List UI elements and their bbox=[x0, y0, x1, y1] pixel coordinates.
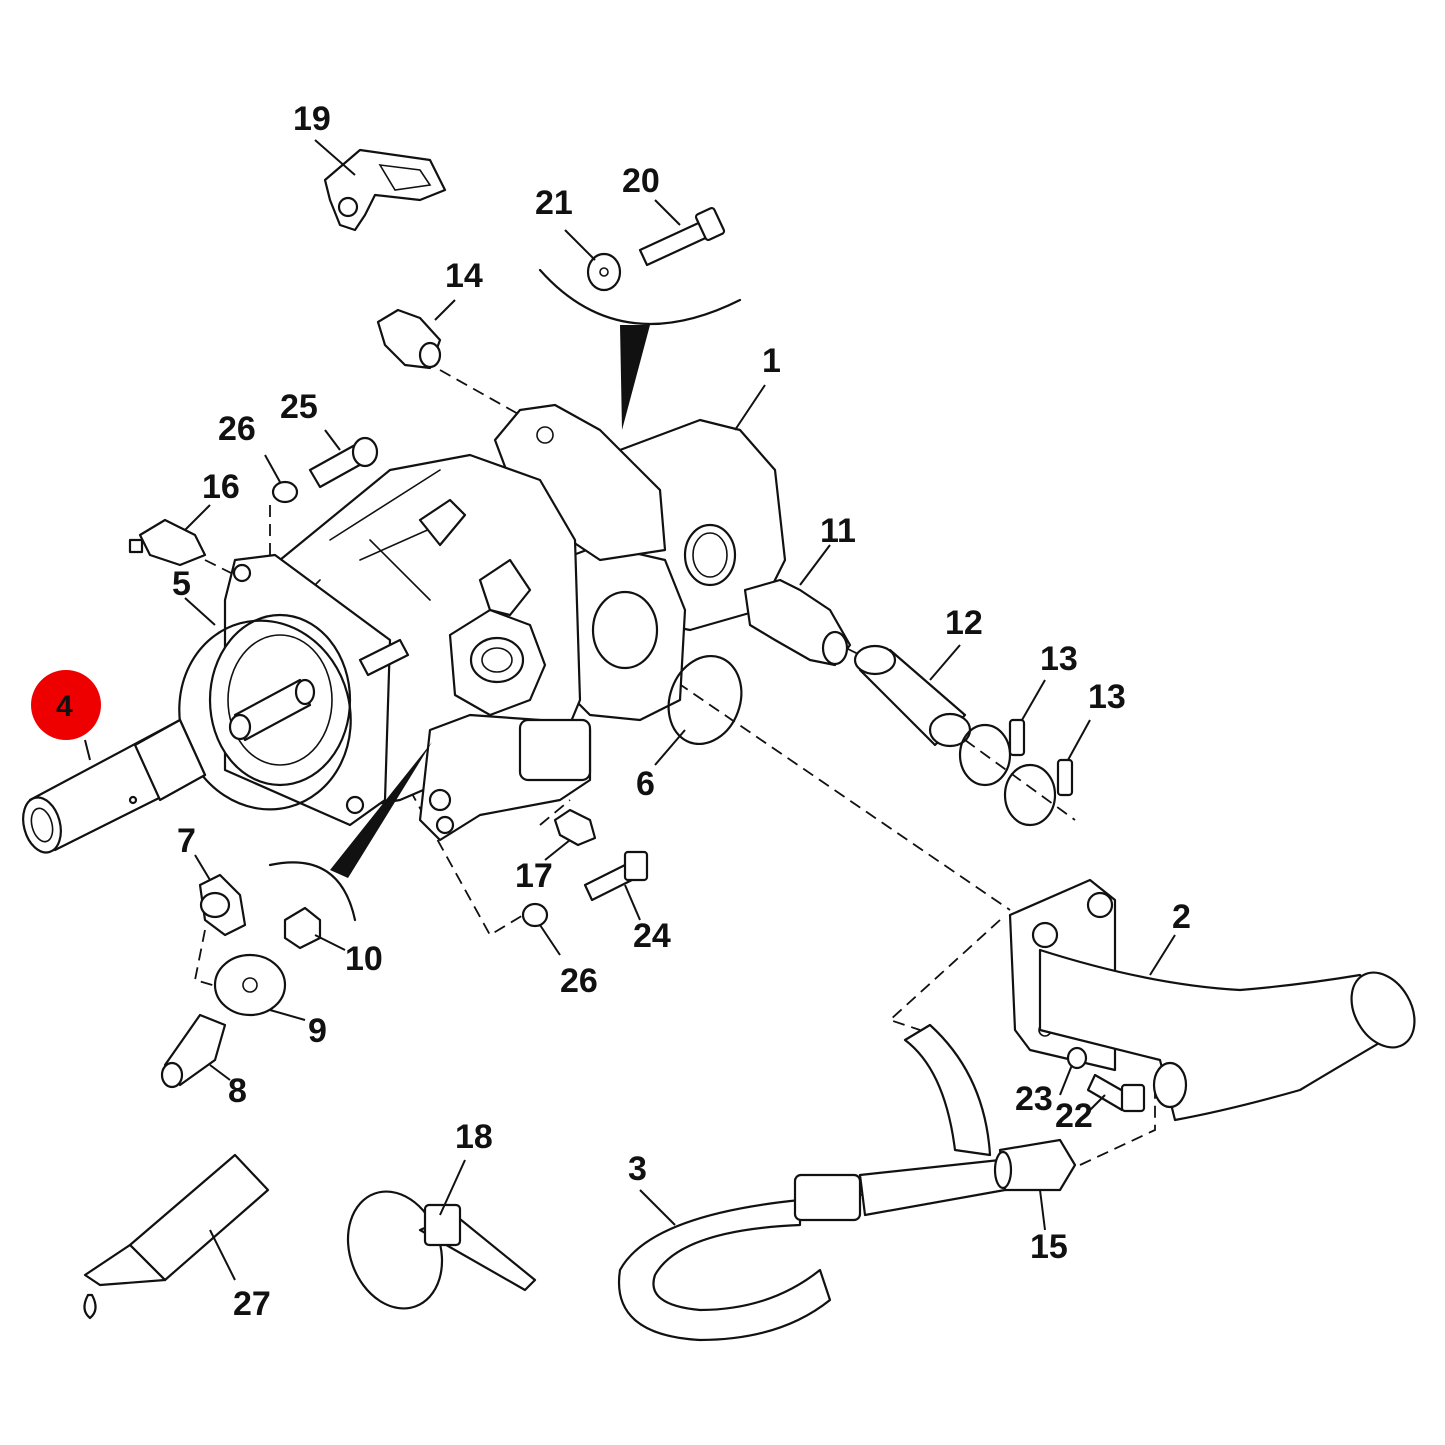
cable-tie-18 bbox=[346, 1190, 537, 1310]
highlight-marker-4[interactable] bbox=[31, 670, 101, 740]
callout-16: 16 bbox=[202, 468, 240, 506]
nut-10 bbox=[283, 906, 322, 950]
callout-9: 9 bbox=[308, 1012, 327, 1050]
washer-9 bbox=[213, 953, 287, 1017]
shaft-sleeve-4 bbox=[22, 718, 207, 854]
washer-26-bottom bbox=[521, 902, 549, 928]
pointer-top bbox=[620, 325, 650, 430]
callout-12: 12 bbox=[945, 604, 983, 642]
callout-15: 15 bbox=[1030, 1228, 1068, 1266]
hose-nut-3 bbox=[793, 1173, 862, 1222]
callout-1: 1 bbox=[762, 342, 781, 380]
hose-sleeve-12 bbox=[853, 644, 972, 748]
bracket-19 bbox=[323, 148, 447, 232]
callout-17: 17 bbox=[515, 857, 553, 895]
callout-26b: 26 bbox=[560, 962, 598, 1000]
callout-18: 18 bbox=[455, 1118, 493, 1156]
bolt-22 bbox=[1086, 1073, 1146, 1113]
callout-11: 11 bbox=[820, 512, 856, 550]
callout-26a: 26 bbox=[218, 410, 256, 448]
sensor-16 bbox=[128, 518, 207, 567]
fitting-17 bbox=[553, 808, 597, 847]
hose-clamp-13a bbox=[958, 718, 1026, 787]
washer-26-top bbox=[271, 480, 299, 504]
bolt-24 bbox=[583, 850, 649, 902]
callout-4: 4 bbox=[56, 690, 73, 723]
callout-22: 22 bbox=[1055, 1097, 1093, 1135]
callout-labels: 1 2 3 4 5 6 7 8 9 10 11 12 13 13 14 15 1… bbox=[56, 100, 1191, 1323]
detail-arc-bottom bbox=[268, 861, 357, 922]
washer-21 bbox=[586, 252, 622, 292]
plug-14 bbox=[376, 308, 442, 370]
callout-2: 2 bbox=[1172, 898, 1191, 936]
callout-8: 8 bbox=[228, 1072, 247, 1110]
bolt-20 bbox=[638, 206, 726, 267]
callout-27: 27 bbox=[233, 1285, 271, 1323]
callout-14: 14 bbox=[445, 257, 483, 295]
callout-23: 23 bbox=[1015, 1080, 1053, 1118]
pointer-bottom bbox=[330, 742, 432, 878]
callout-13a: 13 bbox=[1040, 640, 1078, 678]
callout-19: 19 bbox=[293, 100, 331, 138]
callout-21: 21 bbox=[535, 184, 573, 222]
callout-25: 25 bbox=[280, 388, 318, 426]
callout-3: 3 bbox=[628, 1150, 647, 1188]
leader-lines bbox=[84, 139, 1176, 1281]
o-ring-6 bbox=[667, 654, 743, 746]
callout-13b: 13 bbox=[1088, 678, 1126, 716]
bolt-25 bbox=[308, 436, 379, 489]
callout-20: 20 bbox=[622, 162, 660, 200]
hose-clamp-13b bbox=[1003, 758, 1074, 827]
detail-arc-top bbox=[538, 268, 742, 326]
washer-23 bbox=[1066, 1046, 1088, 1070]
elbow-fitting-7 bbox=[198, 873, 247, 937]
sealant-tube-27 bbox=[83, 1153, 270, 1320]
callout-7: 7 bbox=[177, 822, 196, 860]
hydraulic-pump-assembly bbox=[208, 403, 787, 842]
elbow-tube-2 bbox=[1008, 878, 1416, 1122]
callout-6: 6 bbox=[636, 765, 655, 803]
callout-5: 5 bbox=[172, 565, 191, 603]
tee-fitting-8 bbox=[160, 1013, 227, 1089]
fitting-11 bbox=[743, 578, 852, 667]
callout-10: 10 bbox=[345, 940, 383, 978]
fitting-15 bbox=[993, 1138, 1077, 1192]
callout-24: 24 bbox=[633, 917, 671, 955]
